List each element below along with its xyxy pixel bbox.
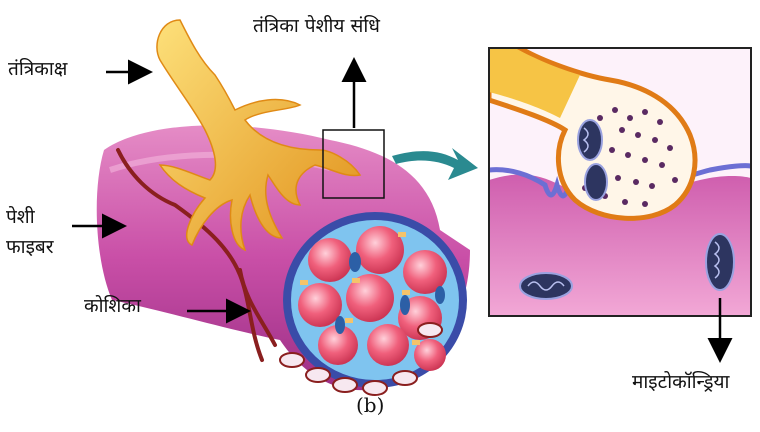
zoom-inset — [489, 48, 751, 316]
mitochondria-label: माइटोकॉन्ड्रिया — [632, 372, 729, 393]
muscle-fiber-label: पेशी फाइबर — [6, 202, 76, 262]
cell-label: कोशिका — [84, 296, 141, 317]
figure-tag: (b) — [356, 394, 384, 416]
axon-label: तंत्रिकाक्ष — [8, 59, 67, 80]
neuromuscular-junction-label: तंत्रिका पेशीय संधि — [253, 16, 380, 37]
fiber-cross-section — [283, 212, 467, 388]
